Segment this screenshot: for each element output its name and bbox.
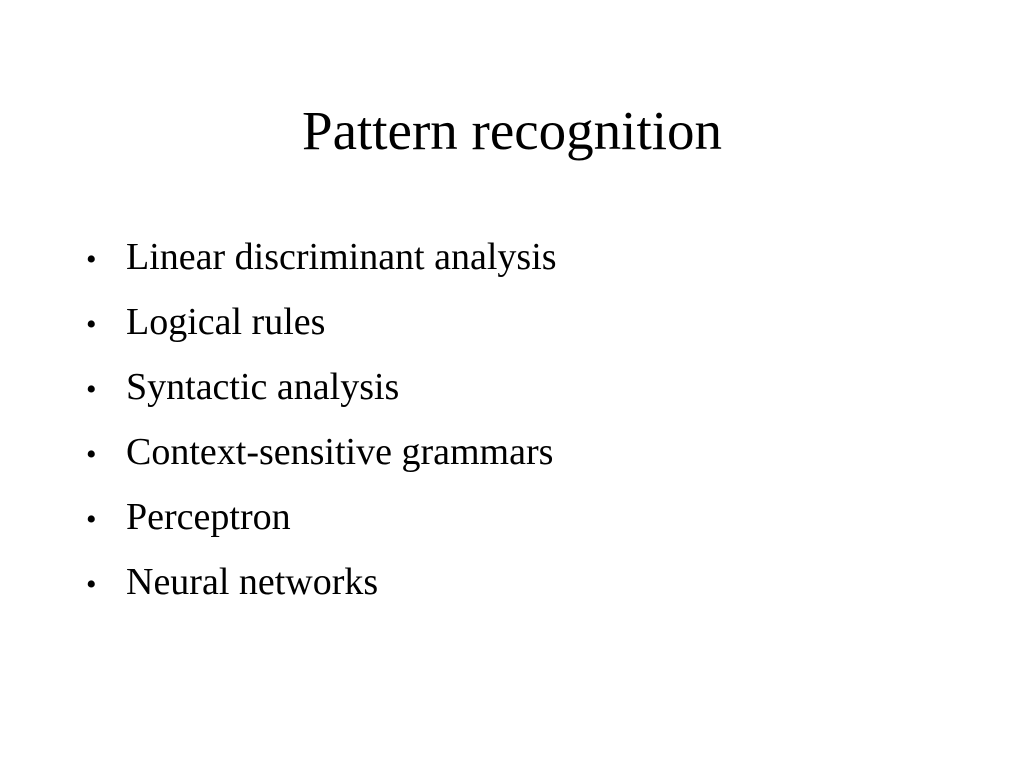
list-item: • Syntactic analysis xyxy=(86,360,557,425)
bullet-icon: • xyxy=(86,503,97,536)
list-item-label: Context-sensitive grammars xyxy=(126,431,554,473)
list-item: • Logical rules xyxy=(86,295,557,360)
list-item: • Neural networks xyxy=(86,555,557,620)
list-item-label: Linear discriminant analysis xyxy=(126,236,557,278)
list-item-label: Neural networks xyxy=(126,561,379,603)
list-item-label: Syntactic analysis xyxy=(126,366,400,408)
list-item: • Linear discriminant analysis xyxy=(86,230,557,295)
slide-title: Pattern recognition xyxy=(301,100,723,161)
list-item: • Context-sensitive grammars xyxy=(86,425,557,490)
bullet-icon: • xyxy=(86,438,97,471)
list-item-label: Logical rules xyxy=(126,301,326,343)
bullet-icon: • xyxy=(86,373,97,406)
bullet-icon: • xyxy=(86,243,97,276)
list-item-label: Perceptron xyxy=(126,496,291,538)
bullet-icon: • xyxy=(86,568,97,601)
bullet-icon: • xyxy=(86,308,97,341)
bullet-list: • Linear discriminant analysis • Logical… xyxy=(86,230,557,620)
list-item: • Perceptron xyxy=(86,490,557,555)
